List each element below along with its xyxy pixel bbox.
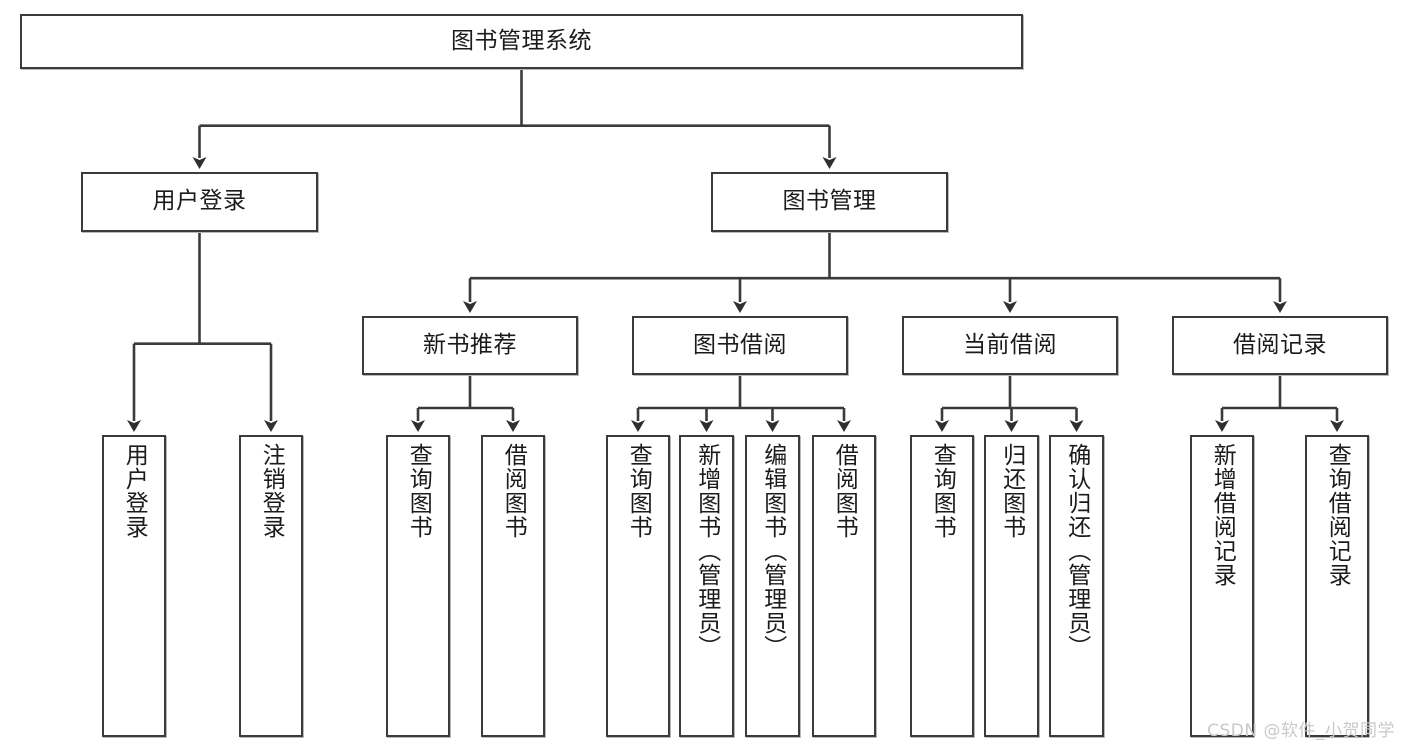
- node-leaf-confirm[interactable]: 确认归还（管理员）: [1049, 435, 1104, 737]
- node-leaf-queryrec[interactable]: 查询借阅记录: [1305, 435, 1369, 737]
- node-leaf-query3[interactable]: 查询图书: [910, 435, 974, 737]
- node-label: 用户登录: [152, 188, 247, 215]
- node-borrow[interactable]: 图书借阅: [632, 316, 848, 375]
- node-label: 图书借阅: [693, 331, 787, 358]
- node-leaf-query2[interactable]: 查询图书: [606, 435, 670, 737]
- node-label: 注销登录: [258, 443, 285, 539]
- node-label: 图书管理系统: [451, 27, 592, 54]
- node-label: 编辑图书（管理员）: [759, 443, 786, 659]
- node-label: 查询图书: [929, 443, 956, 539]
- node-root[interactable]: 图书管理系统: [20, 14, 1023, 69]
- node-label: 新增图书（管理员）: [693, 443, 720, 659]
- node-bookmgmt[interactable]: 图书管理: [711, 172, 948, 232]
- csdn-watermark: CSDN @软件_小贺同学: [1207, 721, 1395, 741]
- node-leaf-return[interactable]: 归还图书: [984, 435, 1039, 737]
- node-label: 新增借阅记录: [1209, 443, 1236, 587]
- node-label: 借阅图书: [500, 443, 527, 539]
- node-leaf-login[interactable]: 用户登录: [102, 435, 166, 737]
- node-label: 借阅图书: [831, 443, 858, 539]
- node-records[interactable]: 借阅记录: [1172, 316, 1388, 375]
- node-label: 用户登录: [121, 443, 148, 539]
- node-newbook[interactable]: 新书推荐: [362, 316, 578, 375]
- node-label: 查询图书: [405, 443, 432, 539]
- node-label: 归还图书: [998, 443, 1025, 539]
- node-label: 新书推荐: [423, 331, 517, 358]
- node-label: 当前借阅: [963, 331, 1057, 358]
- node-leaf-addrec[interactable]: 新增借阅记录: [1190, 435, 1254, 737]
- node-leaf-logout[interactable]: 注销登录: [239, 435, 303, 737]
- node-label: 确认归还（管理员）: [1063, 443, 1090, 659]
- node-leaf-edit[interactable]: 编辑图书（管理员）: [745, 435, 800, 737]
- node-login[interactable]: 用户登录: [81, 172, 318, 232]
- node-label: 查询图书: [625, 443, 652, 539]
- node-leaf-borrow2[interactable]: 借阅图书: [812, 435, 876, 737]
- node-leaf-add[interactable]: 新增图书（管理员）: [679, 435, 734, 737]
- node-leaf-borrow1[interactable]: 借阅图书: [481, 435, 545, 737]
- node-current[interactable]: 当前借阅: [902, 316, 1118, 375]
- node-label: 借阅记录: [1233, 331, 1327, 358]
- node-label: 查询借阅记录: [1324, 443, 1351, 587]
- node-leaf-query1[interactable]: 查询图书: [386, 435, 450, 737]
- node-label: 图书管理: [782, 188, 877, 215]
